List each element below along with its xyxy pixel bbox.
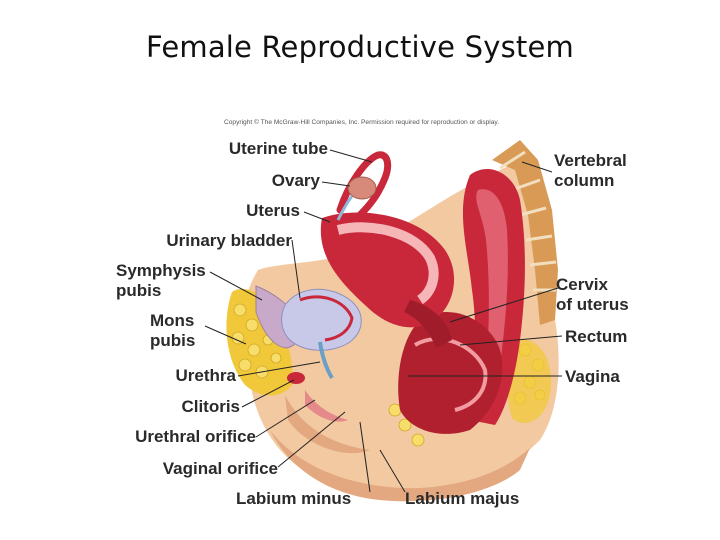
label-urethra: Urethra — [175, 366, 236, 385]
rectum-lumen — [476, 189, 508, 380]
urethra-shape — [318, 341, 334, 380]
label-rectum: Rectum — [565, 327, 628, 346]
labium-minus-shape — [305, 390, 348, 422]
label-mons-pubis-line1: Mons — [150, 311, 195, 330]
label-symphysis-pubis-line2: pubis — [116, 281, 162, 300]
label-cervix-line1: Cervix — [556, 275, 608, 294]
label-urethral-orifice: Urethral orifice — [135, 427, 256, 446]
copyright-notice: Copyright © The McGraw-Hill Companies, I… — [224, 119, 500, 126]
slide-title: Female Reproductive System — [146, 30, 574, 64]
ovarian-ligament — [336, 195, 354, 221]
label-clitoris: Clitoris — [181, 397, 240, 416]
label-mons-pubis-line2: pubis — [150, 331, 196, 350]
lower-skin — [270, 430, 530, 502]
label-vagina: Vagina — [565, 367, 620, 386]
uterine-tube-shape — [336, 151, 392, 219]
label-labium-minus: Labium minus — [236, 489, 352, 508]
label-ovary: Ovary — [271, 171, 320, 190]
label-uterine-tube: Uterine tube — [228, 139, 328, 158]
ovary-shape — [347, 176, 377, 200]
bladder-muscle — [299, 295, 354, 342]
label-labium-majus: Labium majus — [405, 489, 520, 508]
rectal-fat — [507, 339, 551, 424]
label-vertebral-column-line1: Vertebral — [554, 151, 627, 170]
uterus-cavity — [336, 222, 439, 305]
label-uterus: Uterus — [246, 201, 300, 220]
labium-majus-shape — [285, 395, 370, 454]
label-urinary-bladder: Urinary bladder — [166, 231, 292, 250]
leader-lines — [204, 149, 563, 493]
label-vaginal-orifice: Vaginal orifice — [162, 459, 278, 478]
vertebral-column-shape — [492, 140, 558, 325]
cervix-shape — [404, 300, 452, 348]
label-symphysis-pubis-line1: Symphysis — [116, 261, 206, 280]
vertebra-segments — [499, 150, 557, 292]
label-cervix-line2: of uterus — [556, 295, 629, 314]
label-vertebral-column-line2: column — [554, 171, 615, 190]
